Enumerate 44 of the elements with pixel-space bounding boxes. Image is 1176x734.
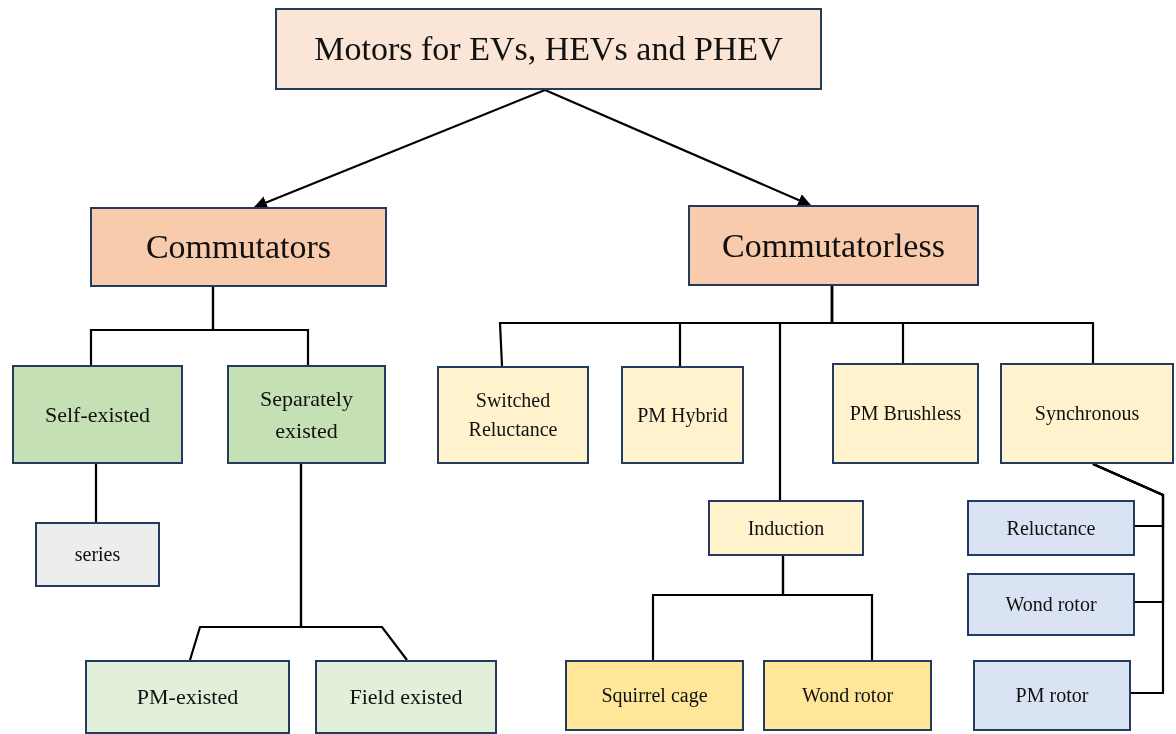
node-label: Induction [747,515,825,541]
connector-line [211,287,310,365]
node-label: PM-existed [136,683,239,712]
category-box [85,660,290,734]
node-label: PM Brushless [849,401,962,426]
category-box [227,365,386,464]
node-label: Commutators [145,227,332,268]
category-box [35,522,160,587]
category-box [763,660,932,731]
connector-line [253,88,546,209]
node-label: Synchronous [1034,401,1140,427]
category-box [967,500,1135,556]
category-box [12,365,183,464]
category-box [832,363,979,464]
node-label: Wond rotor [1005,592,1097,617]
category-box [90,207,387,287]
node-label: Commutatorless [722,225,945,266]
category-box [437,366,589,464]
node-label: Wond rotor [801,683,894,708]
category-box [973,660,1131,731]
node-label: Reluctance [1006,515,1096,541]
node-label: Squirrel cage [601,683,708,709]
connector-line [94,464,98,522]
category-box [688,205,979,286]
node-label: Field existed [349,683,463,712]
node-label: PM rotor [1015,683,1089,708]
connector-line [781,556,874,660]
node-label: series [74,542,121,567]
category-box [315,660,497,734]
connector-line [299,464,408,661]
category-box [708,500,864,556]
category-box [621,366,744,464]
node-label: PM Hybrid [637,402,728,429]
node-label: Separately existed [259,384,354,445]
node-label: Motors for EVs, HEVs and PHEV [314,29,783,70]
connector-line [778,286,834,500]
connector-line [1092,463,1165,695]
node-label: Self-existed [44,400,151,429]
category-box [967,573,1135,636]
category-box [1000,363,1174,464]
category-box [565,660,744,731]
node-label: Switched Reluctance [467,388,559,442]
connector-line [544,89,812,207]
category-box [275,8,822,90]
